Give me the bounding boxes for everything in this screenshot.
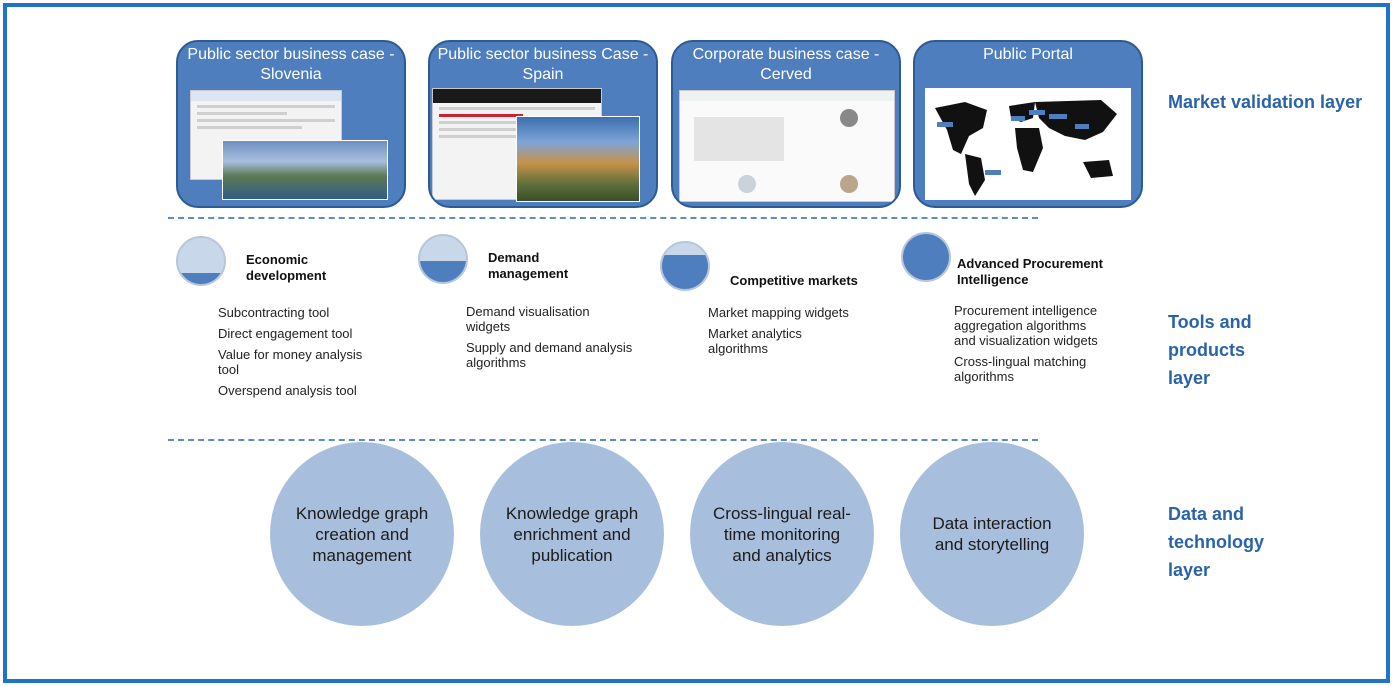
card-title: Corporate business case - Cerved (692, 46, 880, 83)
circle-data-interaction: Data interaction and storytelling (900, 442, 1084, 626)
cathedral-photo (516, 116, 640, 202)
circle-label: Cross-lingual real-time monitoring and a… (713, 503, 851, 565)
card-title: Public Portal (983, 46, 1073, 63)
market-validation-layer-label: Market validation layer (1168, 92, 1363, 112)
card-slovenia: Public sector business case - Slovenia (176, 40, 406, 208)
list-item: Demand visualisation widgets (466, 304, 590, 334)
card-public-portal: Public Portal (913, 40, 1143, 208)
tool-title-advanced-procurement-intelligence: Advanced Procurement Intelligence (957, 256, 1103, 287)
tools-products-layer-label: Tools and products layer (1168, 312, 1252, 388)
tool-list-economic-development: Subcontracting tool Direct engagement to… (218, 305, 378, 404)
gauge-competitive-markets (660, 241, 710, 291)
list-item: Market mapping widgets (708, 305, 849, 320)
list-item: Value for money analysis tool (218, 347, 363, 377)
circle-knowledge-graph-creation: Knowledge graph creation and management (270, 442, 454, 626)
list-item: Procurement intelligence aggregation alg… (954, 303, 1098, 348)
circle-knowledge-graph-enrichment: Knowledge graph enrichment and publicati… (480, 442, 664, 626)
tool-list-competitive-markets: Market mapping widgets Market analytics … (708, 305, 858, 362)
list-item: Cross-lingual matching algorithms (954, 354, 1087, 384)
gauge-economic-development (176, 236, 226, 286)
tool-list-demand-management: Demand visualisation widgets Supply and … (466, 304, 636, 376)
list-item: Market analytics algorithms (708, 326, 802, 356)
card-title: Public sector business Case - Spain (437, 46, 649, 83)
world-map (925, 88, 1131, 200)
tool-list-advanced-procurement-intelligence: Procurement intelligence aggregation alg… (954, 303, 1104, 390)
layer-divider (168, 439, 1038, 441)
card-cerved: Corporate business case - Cerved (671, 40, 901, 208)
layer-divider (168, 217, 1038, 219)
card-title: Public sector business case - Slovenia (187, 46, 395, 83)
tool-title-competitive-markets: Competitive markets (730, 273, 858, 288)
circle-label: Data interaction and storytelling (932, 514, 1052, 554)
card-spain: Public sector business Case - Spain (428, 40, 658, 208)
gauge-advanced-procurement-intelligence (901, 232, 951, 282)
list-item: Direct engagement tool (218, 326, 353, 341)
circle-label: Knowledge graph enrichment and publicati… (505, 503, 639, 565)
website-screenshot (679, 90, 895, 202)
tool-title-economic-development: Economic development (246, 252, 327, 283)
lake-photo (222, 140, 388, 200)
list-item: Overspend analysis tool (218, 383, 357, 398)
gauge-demand-management (418, 234, 468, 284)
data-technology-layer-label: Data and technology layer (1168, 504, 1265, 580)
circle-label: Knowledge graph creation and management (295, 503, 429, 565)
circle-cross-lingual-monitoring: Cross-lingual real-time monitoring and a… (690, 442, 874, 626)
tool-title-demand-management: Demand management (488, 250, 569, 281)
list-item: Subcontracting tool (218, 305, 330, 320)
list-item: Supply and demand analysis algorithms (466, 340, 633, 370)
